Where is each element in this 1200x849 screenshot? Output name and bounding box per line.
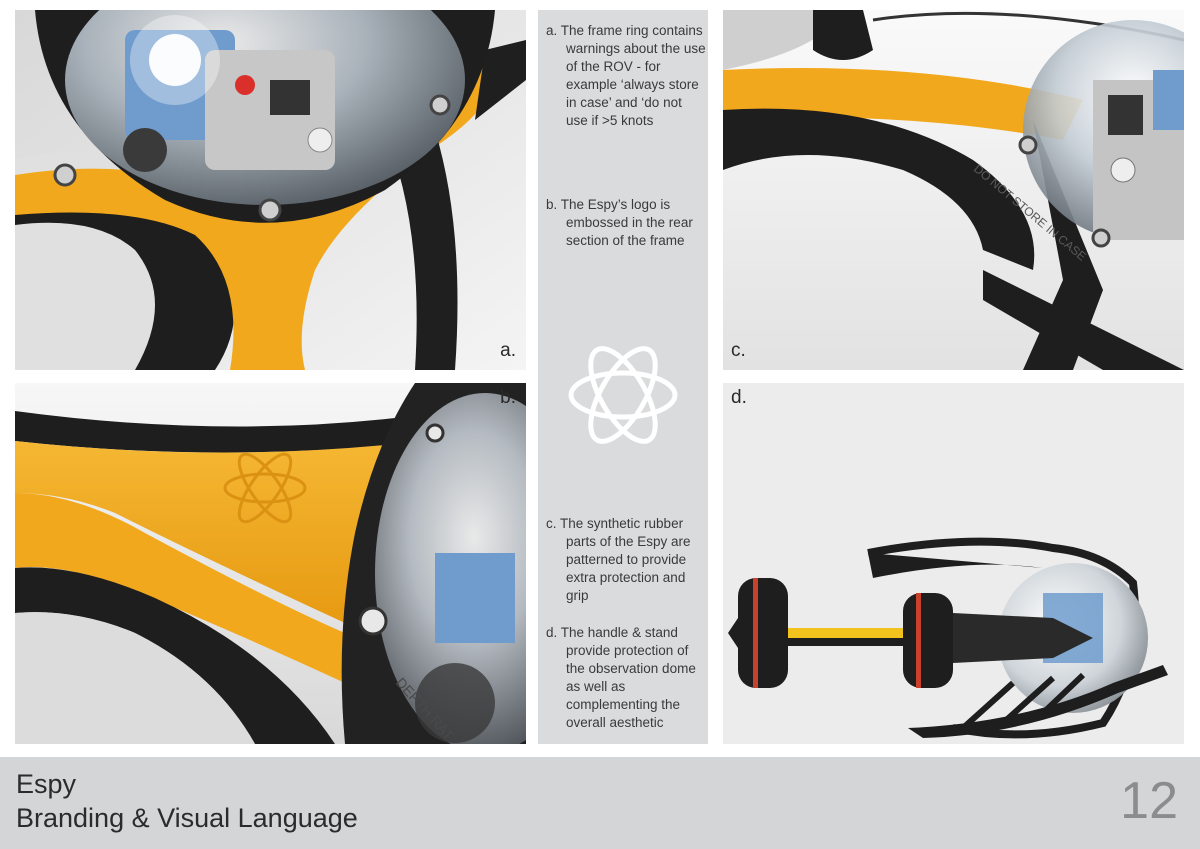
note-a: a. The frame ring contains warnings abou…: [546, 23, 706, 128]
render-b-image: DEPTH RAT: [15, 383, 526, 744]
panel-b-label: b.: [500, 387, 516, 408]
render-panel-d: d.: [723, 383, 1184, 744]
project-title: Espy: [16, 769, 77, 799]
section-subtitle: Branding & Visual Language: [16, 803, 358, 833]
render-panel-c: DO NOT STORE IN CASE c.: [723, 10, 1184, 370]
render-a-image: [15, 10, 526, 370]
note-c: c. The synthetic rubber parts of the Esp…: [546, 516, 691, 603]
espy-logo-icon: [568, 346, 678, 444]
note-d: d. The handle & stand provide protection…: [546, 625, 696, 730]
render-d-image: [723, 383, 1184, 744]
render-c-image: DO NOT STORE IN CASE: [723, 10, 1184, 370]
panel-c-label: c.: [731, 340, 746, 361]
notes-column: a. The frame ring contains warnings abou…: [538, 10, 708, 744]
page-footer: Espy Branding & Visual Language 12: [0, 757, 1200, 849]
panel-a-label: a.: [500, 340, 516, 361]
panel-d-label: d.: [731, 387, 747, 408]
page-number: 12: [1120, 772, 1178, 830]
render-panel-b: DEPTH RAT b.: [15, 383, 526, 744]
note-b: b. The Espy’s logo is embossed in the re…: [546, 197, 693, 248]
render-panel-a: a.: [15, 10, 526, 370]
